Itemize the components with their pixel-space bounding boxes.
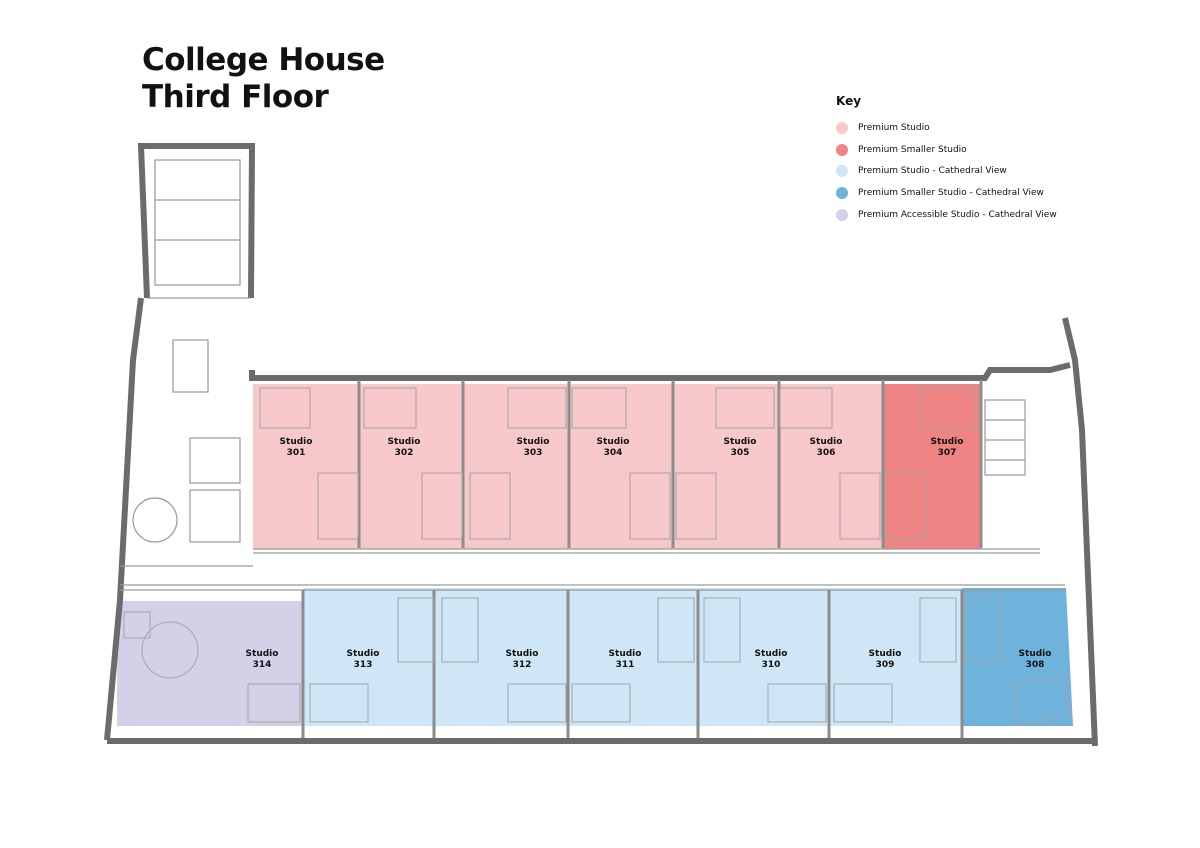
stair-tower-wall (137, 143, 256, 299)
room-fill-309 (829, 588, 962, 726)
legend-swatch (836, 208, 848, 221)
room-fill-312 (434, 588, 568, 726)
legend-label: Premium Smaller Studio (858, 144, 967, 155)
room-fill-306 (779, 384, 883, 549)
legend-swatch (836, 186, 848, 199)
room-fill-314 (117, 601, 303, 726)
legend-item-premium-smaller-studio: Premium Smaller Studio (836, 139, 1057, 161)
room-fill-303 (463, 384, 569, 549)
corridor-lines (120, 159, 1065, 591)
room-fill-311 (568, 588, 698, 726)
legend-label: Premium Studio - Cathedral View (858, 166, 1007, 177)
party-walls (301, 380, 983, 738)
legend-swatch (836, 165, 848, 178)
legend-label: Premium Studio (858, 122, 930, 133)
room-fill-304 (569, 384, 673, 549)
legend-heading: Key (836, 94, 862, 108)
room-fill-302 (359, 384, 463, 549)
legend-item-premium-accessible-studio-cathedral-view: Premium Accessible Studio - Cathedral Vi… (836, 204, 1057, 226)
page-title: College House Third Floor (142, 42, 385, 116)
east-wall (1062, 317, 1098, 747)
room-fill-305 (673, 384, 779, 549)
furniture (123, 387, 1073, 726)
west-wall (104, 297, 144, 741)
legend-swatch (836, 121, 848, 134)
room-fill-308 (962, 588, 1073, 726)
legend-item-premium-studio-cathedral-view: Premium Studio - Cathedral View (836, 160, 1057, 182)
legend-item-premium-smaller-studio-cathedral-view: Premium Smaller Studio - Cathedral View (836, 182, 1057, 204)
legend-label: Premium Accessible Studio - Cathedral Vi… (858, 209, 1057, 220)
legend-label: Premium Smaller Studio - Cathedral View (858, 187, 1044, 198)
room-fills (117, 384, 1073, 726)
title-floor: Third Floor (142, 79, 329, 115)
legend: Key Premium Studio Premium Smaller Studi… (836, 94, 1057, 225)
room-fill-310 (698, 588, 829, 726)
legend-swatch (836, 143, 848, 156)
north-wall (249, 362, 1071, 381)
legend-item-premium-studio: Premium Studio (836, 117, 1057, 139)
room-fill-301 (253, 384, 359, 549)
room-fill-307 (883, 384, 981, 549)
title-building: College House (142, 42, 385, 78)
walls (104, 143, 1098, 747)
